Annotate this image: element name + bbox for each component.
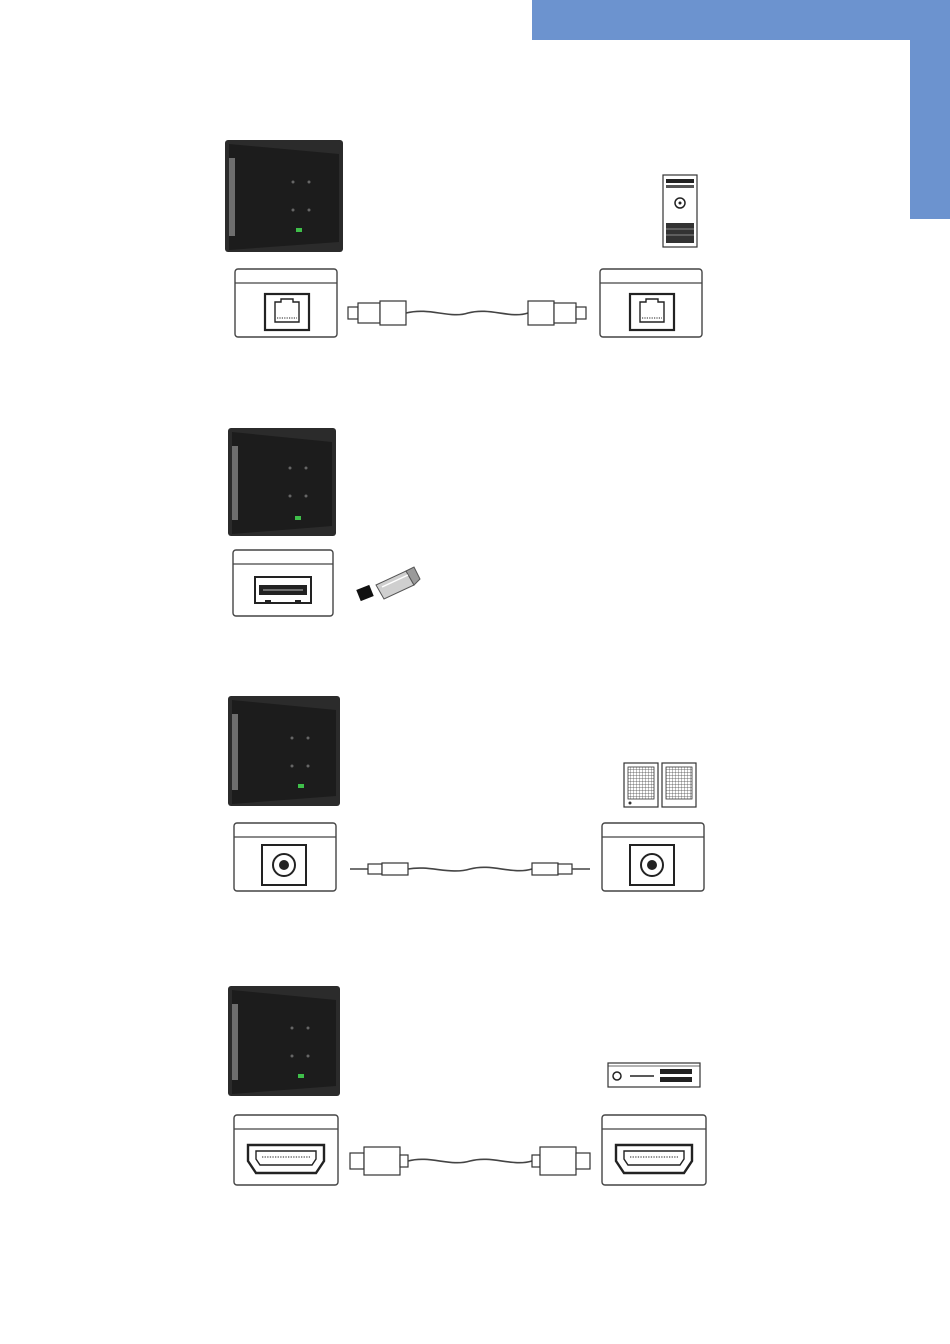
pc-tower-icon (663, 175, 697, 247)
audio-connection-diagram (0, 693, 950, 903)
usb-port-icon (255, 577, 311, 603)
audio-cable-icon (350, 863, 590, 875)
lan-connection-section (0, 135, 950, 345)
monitor-rear-icon (228, 696, 340, 806)
monitor-rear-icon (228, 428, 336, 536)
monitor-rear-icon (228, 986, 340, 1096)
lan-connection-diagram (0, 135, 950, 345)
speakers-icon (624, 763, 696, 807)
rj45-port-icon (630, 294, 674, 330)
lan-port-left (235, 269, 337, 337)
usb-port-box (233, 550, 333, 616)
hdmi-port-icon (616, 1145, 692, 1173)
lan-port-right (600, 269, 702, 337)
hdmi-connection-section (0, 983, 950, 1193)
hdmi-cable-icon (350, 1147, 590, 1175)
monitor-rear-icon (225, 140, 343, 252)
audio-port-right (602, 823, 704, 891)
lan-cable-icon (348, 301, 586, 325)
rj45-port-icon (265, 294, 309, 330)
header-accent-bar (532, 0, 950, 40)
audio-connection-section (0, 693, 950, 903)
audio-jack-port-icon (262, 845, 306, 885)
hdmi-port-right (602, 1115, 706, 1185)
hdmi-port-icon (248, 1145, 324, 1173)
hdmi-port-left (234, 1115, 338, 1185)
usb-connection-diagram (0, 425, 950, 625)
media-player-icon (608, 1063, 700, 1087)
usb-flash-drive-icon (356, 567, 420, 601)
audio-port-left (234, 823, 336, 891)
hdmi-connection-diagram (0, 983, 950, 1193)
usb-connection-section (0, 425, 950, 625)
audio-jack-port-icon (630, 845, 674, 885)
